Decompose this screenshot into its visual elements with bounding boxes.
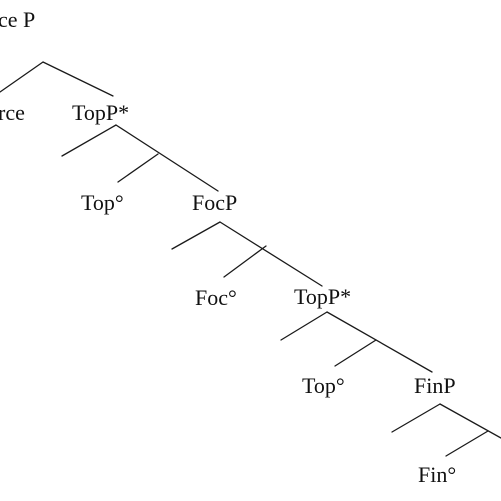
tree-nodes: ce P rce TopP* Top° FocP Foc° TopP* Top°… [0,7,456,487]
node-force-p: ce P [0,7,35,32]
edge-bar2-to-foc-head [223,245,267,278]
edge-topp1-to-bar [115,124,219,192]
node-foc-head: Foc° [195,285,237,310]
edge-focp-left-spec [171,221,221,250]
edge-bar4-to-fin-head [445,430,489,457]
edge-focp-to-bar [219,221,323,287]
node-force-head: rce [0,100,25,125]
edge-topp1-left-spec [61,124,117,157]
node-topp-1: TopP* [72,100,129,125]
edge-finp-left-spec [391,403,441,433]
edge-forcep-to-topp1 [42,61,114,97]
node-focp: FocP [192,190,237,215]
edge-topp2-left-spec [280,311,328,341]
edge-topp2-to-bar [326,311,433,373]
edge-bar3-to-top-head [334,339,377,367]
edge-forcep-to-bar [0,61,44,93]
tree-edges [0,61,501,457]
node-fin-head: Fin° [418,462,456,487]
node-top-head-1: Top° [81,190,124,215]
edge-bar1-to-top-head [117,153,159,183]
node-top-head-2: Top° [302,373,345,398]
node-finp: FinP [414,373,456,398]
node-topp-2: TopP* [294,284,351,309]
edge-finp-to-bar [439,403,501,439]
